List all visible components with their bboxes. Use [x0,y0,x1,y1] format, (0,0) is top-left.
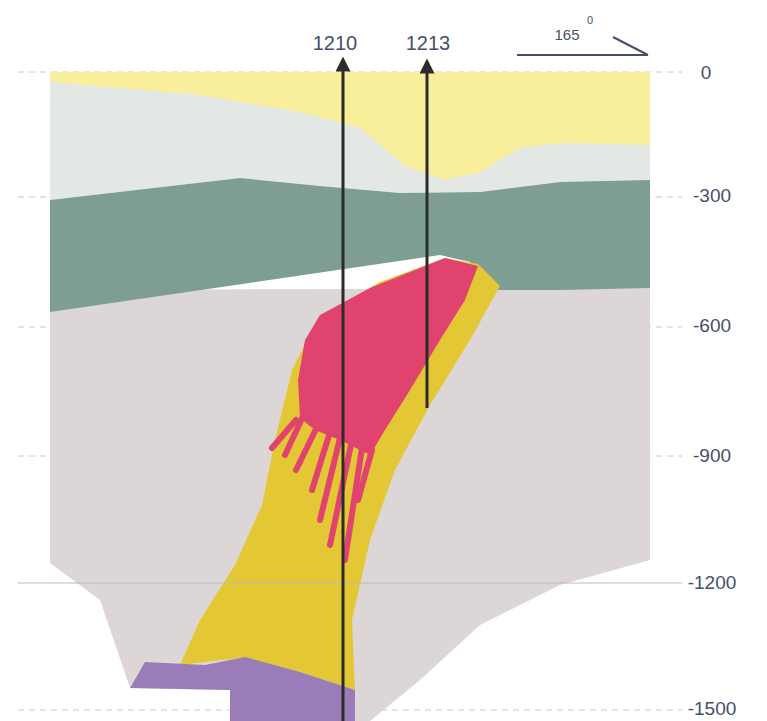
surface-sediment [50,72,650,180]
depth-label: -1200 [688,573,737,592]
depth-label: 0 [701,63,712,82]
depth-gridline [18,583,682,584]
alteration-halo [180,258,500,690]
depth-label: -1500 [688,699,737,718]
basement-unit [130,657,355,721]
cover-layer [50,72,650,200]
ore-body [298,258,478,455]
orientation-symbol [517,37,648,55]
dark-layer [50,178,650,312]
azimuth-value: 165 [554,27,579,42]
depth-label: -900 [693,446,731,465]
ore-veins [272,412,372,560]
drill-hole-label: 1213 [406,33,451,53]
drill-hole [342,64,345,721]
depth-label: -600 [693,316,731,335]
depth-label: -300 [693,186,731,205]
drill-hole [426,66,429,408]
degree-mark: 0 [587,15,593,26]
drill-hole-label: 1210 [313,33,358,53]
